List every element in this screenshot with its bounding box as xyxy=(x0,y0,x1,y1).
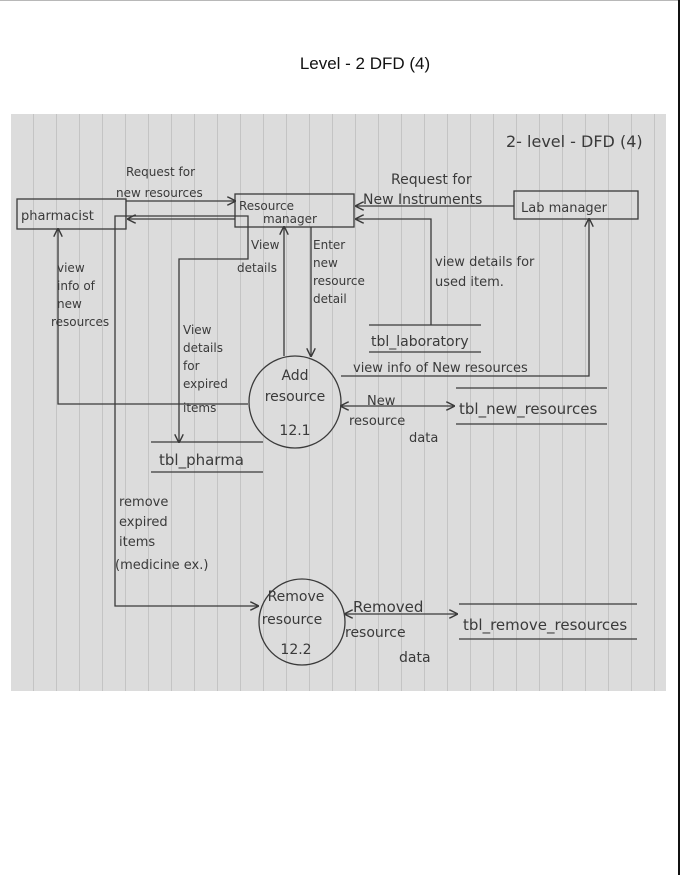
flow-label-enter-3: resource xyxy=(313,274,365,288)
process-add-resource-name2: resource xyxy=(265,389,326,405)
flow-label-remove-expired-1: remove xyxy=(119,495,168,510)
store-tbl-remove-resources-lines xyxy=(459,603,637,640)
flow-label-remove-expired-3: items xyxy=(119,535,155,550)
store-tbl-remove-resources: tbl_remove_resources xyxy=(463,616,627,635)
flow-label-expired-4: expired xyxy=(183,377,228,391)
store-tbl-laboratory: tbl_laboratory xyxy=(371,334,469,350)
flow-label-request-new-instruments-1: Request for xyxy=(391,172,472,188)
flow-view-info-right xyxy=(341,219,589,377)
flow-label-expired-5: items xyxy=(183,401,216,415)
store-tbl-laboratory-lines xyxy=(369,324,481,353)
flow-label-view-details-2: details xyxy=(237,261,277,275)
store-tbl-pharma-lines xyxy=(151,441,263,473)
top-rule xyxy=(0,0,680,1)
flow-label-view-info-left-3: new xyxy=(57,297,82,311)
flow-label-expired-3: for xyxy=(183,359,200,373)
flow-label-new-resource-data-2: resource xyxy=(349,414,405,429)
entity-pharmacist-box xyxy=(16,198,127,230)
flow-label-view-info-left-4: resources xyxy=(51,315,109,329)
flow-label-view-info-left-2: info of xyxy=(57,279,96,293)
entity-resource-manager-line1: Resource xyxy=(239,199,294,213)
flow-label-request-new-instruments-2: New Instruments xyxy=(363,192,482,208)
process-remove-resource-circle xyxy=(258,578,346,666)
flow-label-view-info-right: view info of New resources xyxy=(353,361,528,376)
flow-label-removed-resource-data-1: Removed xyxy=(353,598,423,616)
flow-label-expired-2: details xyxy=(183,341,223,355)
flow-label-request-new-resources-1: Request for xyxy=(126,165,195,179)
process-remove-resource-name2: resource xyxy=(262,612,323,628)
entity-lab-manager-box xyxy=(513,190,639,220)
process-remove-resource-name1: Remove xyxy=(268,589,325,605)
flow-label-used-item-2: used item. xyxy=(435,275,504,290)
process-remove-resource-number: 12.2 xyxy=(280,642,311,658)
process-add-resource-name1: Add xyxy=(281,368,308,384)
dfd-photo: 2- level - DFD (4) pharmacist Resource m… xyxy=(11,114,666,691)
flow-view-expired xyxy=(179,227,249,442)
flow-label-expired-1: View xyxy=(183,323,212,337)
flow-label-view-details-1: View xyxy=(251,238,280,252)
flow-label-request-new-resources-2: new resources xyxy=(116,186,203,200)
flow-label-enter-2: new xyxy=(313,256,338,270)
flow-label-enter-4: detail xyxy=(313,292,347,306)
entity-resource-manager-line2: manager xyxy=(263,212,317,226)
page-title: Level - 2 DFD (4) xyxy=(299,54,431,73)
page-edge xyxy=(678,0,680,875)
flow-label-view-info-left-1: view xyxy=(57,261,85,275)
store-tbl-new-resources: tbl_new_resources xyxy=(459,400,597,419)
store-tbl-pharma: tbl_pharma xyxy=(159,451,244,470)
flow-label-used-item-1: view details for xyxy=(435,255,535,270)
flow-view-info-left xyxy=(58,229,248,405)
process-add-resource-number: 12.1 xyxy=(279,423,310,439)
entity-pharmacist: pharmacist xyxy=(21,209,94,224)
flow-view-used-item xyxy=(356,219,432,325)
flow-label-enter-1: Enter xyxy=(313,238,345,252)
diagram-heading: 2- level - DFD (4) xyxy=(506,132,643,151)
flow-label-removed-resource-data-3: data xyxy=(399,650,431,666)
entity-lab-manager: Lab manager xyxy=(521,201,608,216)
flow-label-remove-expired-4: (medicine ex.) xyxy=(115,558,208,573)
flow-label-removed-resource-data-2: resource xyxy=(345,625,406,641)
flow-label-new-resource-data-3: data xyxy=(409,431,438,446)
store-tbl-new-resources-lines xyxy=(456,387,607,425)
dfd-diagram: 2- level - DFD (4) pharmacist Resource m… xyxy=(16,132,643,666)
flow-label-remove-expired-2: expired xyxy=(119,515,168,530)
entity-resource-manager-box xyxy=(234,193,355,228)
flow-remove-expired xyxy=(114,215,258,606)
flow-label-new-resource-data-1: New xyxy=(367,394,396,409)
